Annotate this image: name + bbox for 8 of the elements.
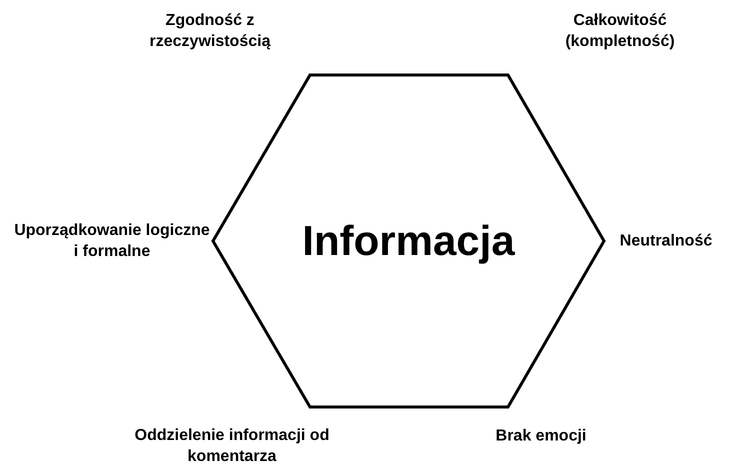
vertex-label: Neutralność [620, 232, 712, 252]
vertex-label: Uporządkowanie logiczne i formalne [13, 221, 211, 262]
vertex-label: Zgodność z rzeczywistością [148, 11, 272, 52]
vertex-label: Brak emocji [496, 426, 586, 447]
vertex-label: Całkowitość (kompletność) [564, 11, 676, 52]
vertex-label: Oddzielenie informacji od komentarza [134, 426, 330, 467]
hexagon [211, 73, 606, 409]
hexagon-title: Informacja [302, 217, 515, 265]
